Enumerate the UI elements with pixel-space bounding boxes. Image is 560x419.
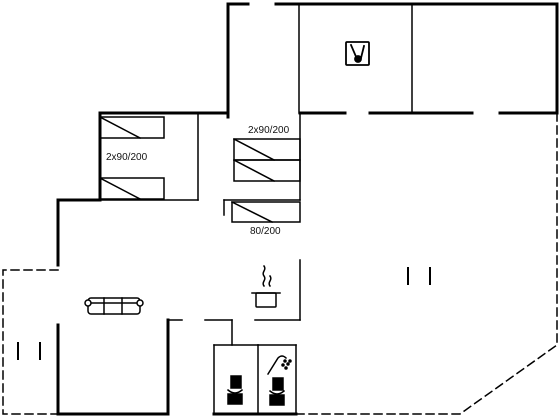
bed-left-bottom (98, 176, 165, 201)
bed-middle-top (232, 137, 301, 162)
shower-icon (266, 355, 292, 376)
toilet-icon (226, 375, 244, 405)
washing-machine-icon (345, 41, 370, 66)
bed-size-label-small: 80/200 (250, 226, 281, 237)
window-marks (17, 267, 431, 360)
bed-size-label-middle: 2x90/200 (248, 125, 290, 136)
bed-left-top (98, 115, 165, 140)
exterior-walls (56, 2, 559, 416)
interior-walls (99, 4, 413, 415)
toilet-icon (268, 377, 286, 406)
bed-middle-bottom (232, 158, 301, 183)
bed-size-label-left: 2x90/200 (106, 152, 148, 163)
cooking-pot-icon (251, 264, 281, 308)
sofa-icon (84, 297, 144, 315)
bed-small (230, 200, 301, 224)
terrace-outline (2, 112, 558, 415)
